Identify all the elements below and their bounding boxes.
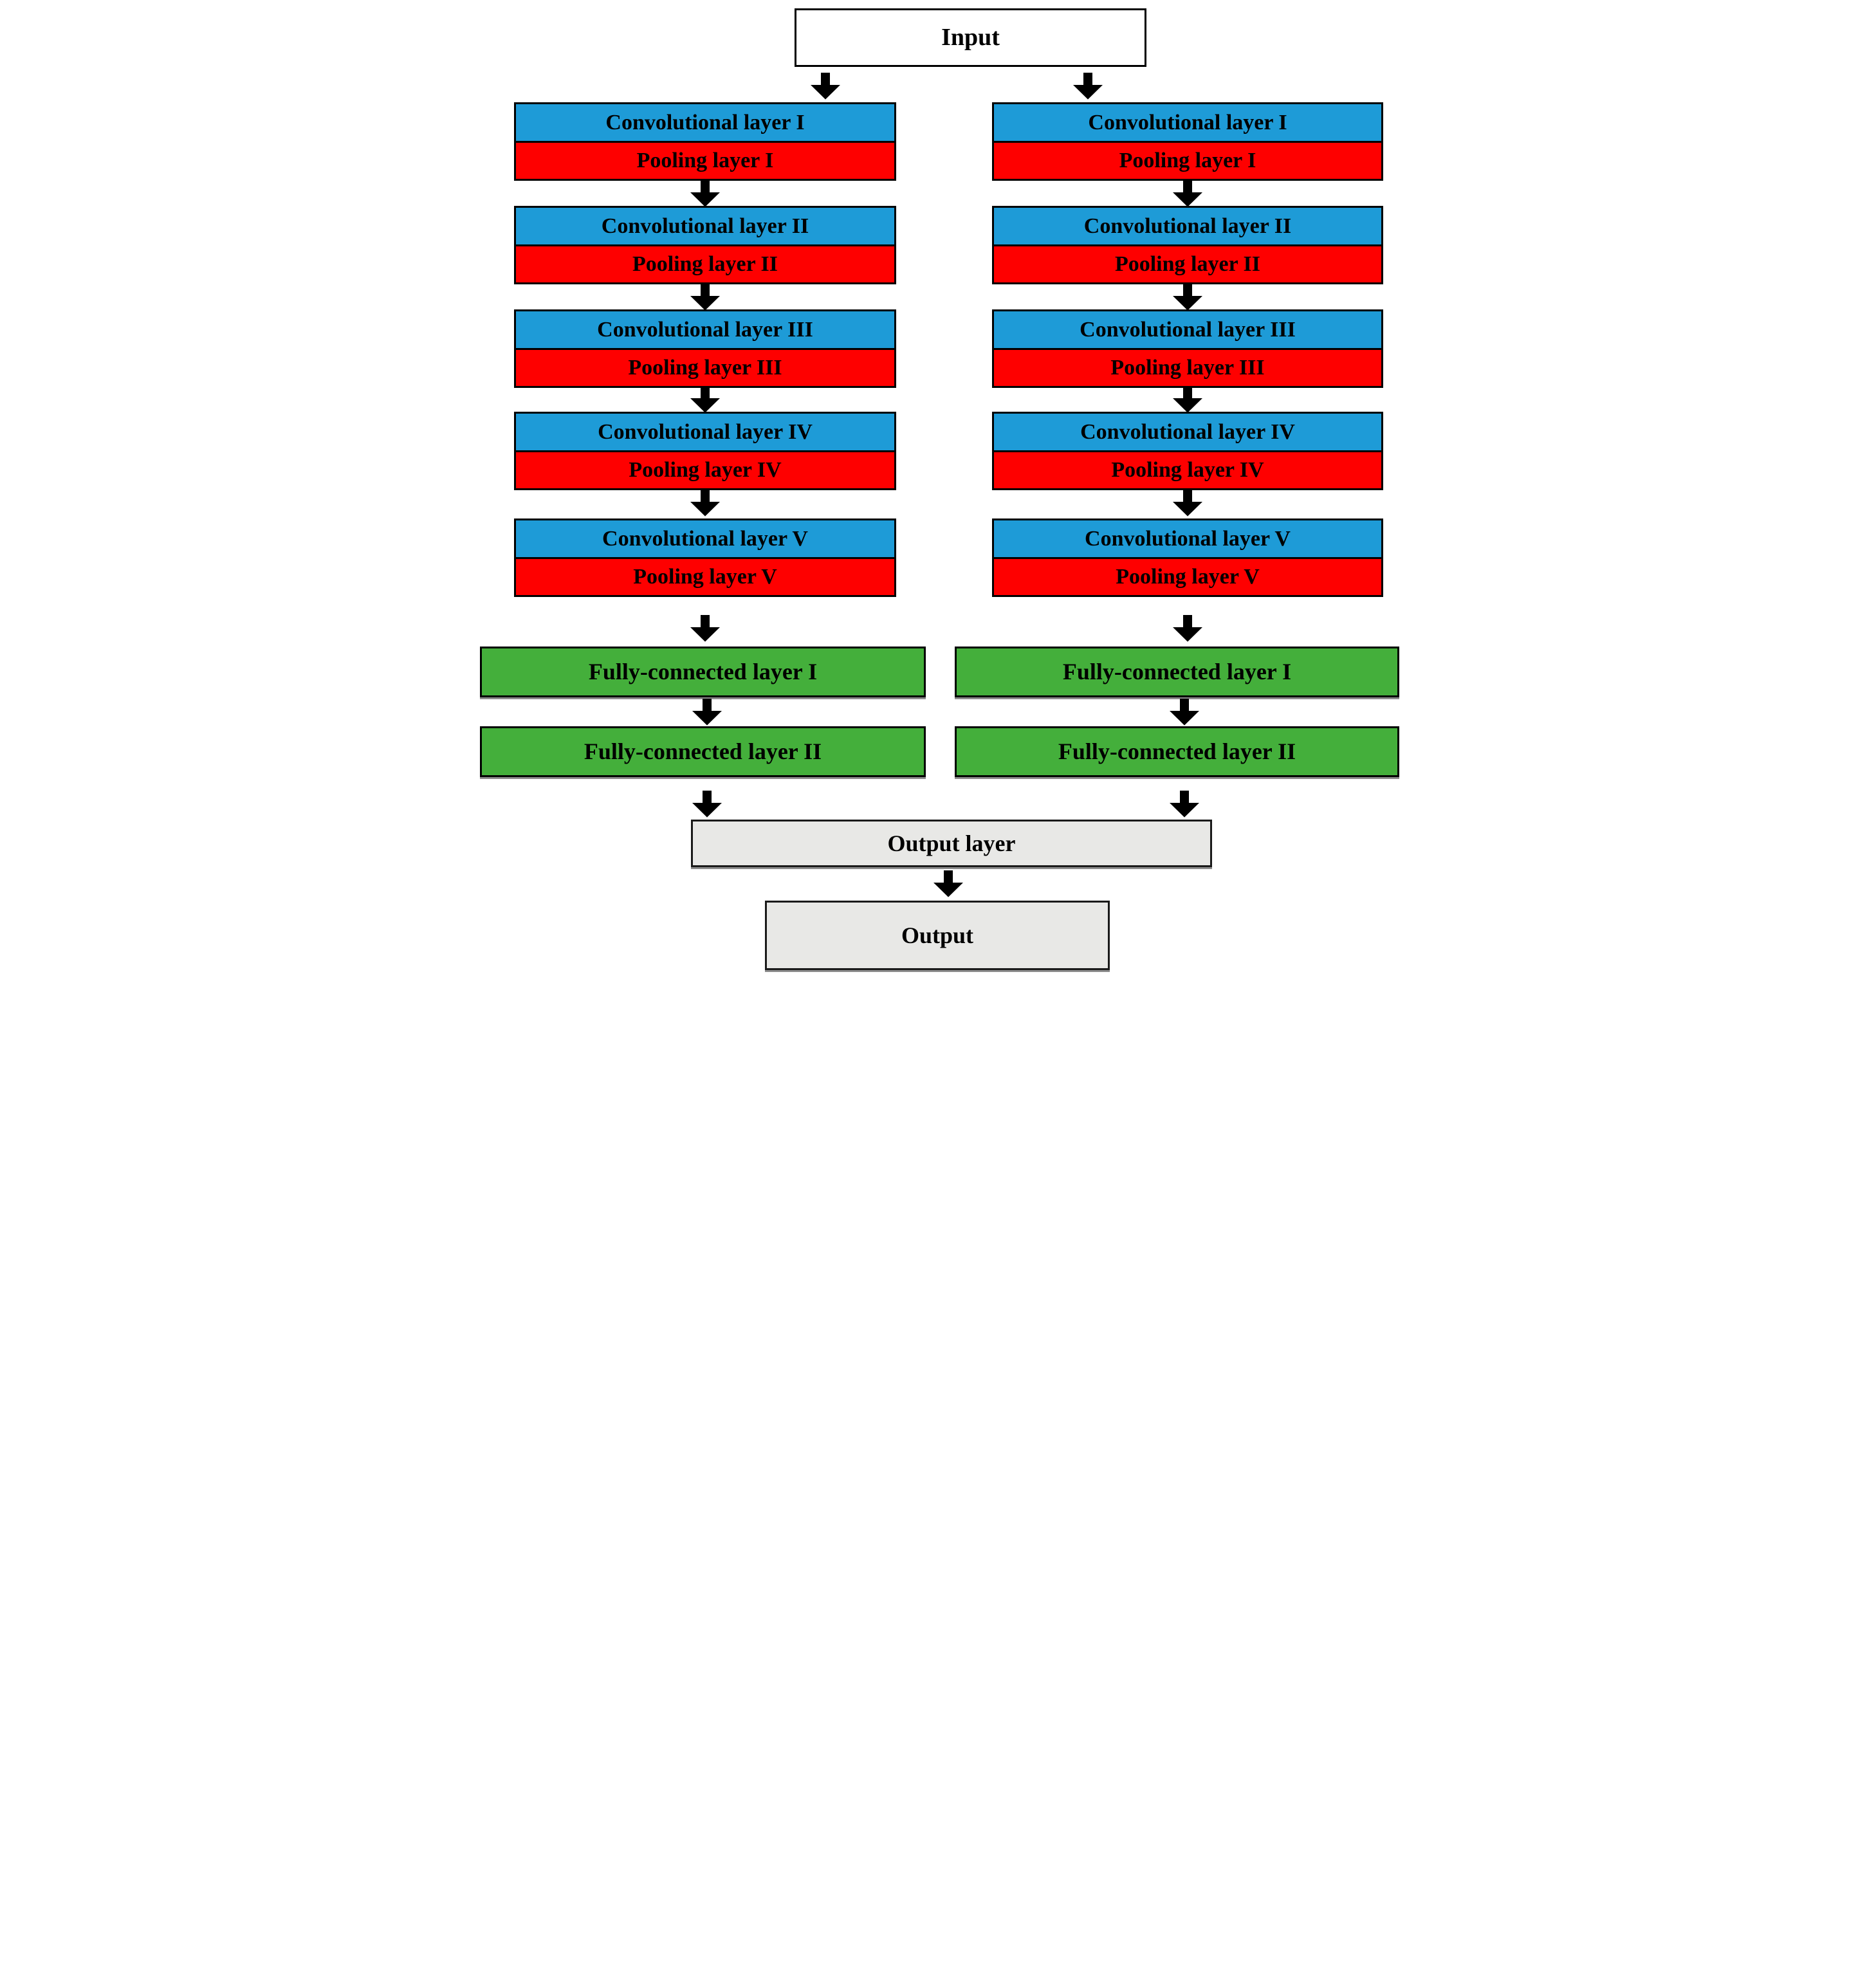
left-conv-pool-pair-4: Convolutional layer IV Pooling layer IV	[514, 412, 896, 490]
down-arrow-icon	[688, 614, 722, 643]
down-arrow-icon	[1170, 614, 1205, 643]
conv-layer-1-right: Convolutional layer I	[994, 104, 1381, 141]
down-arrow-icon	[690, 790, 724, 818]
pool-layer-2-right: Pooling layer II	[994, 244, 1381, 282]
right-conv-pool-pair-3: Convolutional layer III Pooling layer II…	[992, 309, 1383, 388]
conv-layer-2-left: Convolutional layer II	[516, 208, 894, 244]
right-conv-pool-pair-2: Convolutional layer II Pooling layer II	[992, 206, 1383, 284]
right-fully-connected-1: Fully-connected layer I	[955, 647, 1399, 697]
down-arrow-icon	[931, 870, 966, 898]
right-conv-pool-pair-5: Convolutional layer V Pooling layer V	[992, 518, 1383, 597]
down-arrow-icon	[1167, 790, 1202, 818]
conv-layer-4-left: Convolutional layer IV	[516, 414, 894, 450]
pool-layer-4-right: Pooling layer IV	[994, 450, 1381, 488]
two-stream-cnn-architecture-diagram: Input Convolutional layer I Pooling laye…	[469, 0, 1407, 987]
left-conv-pool-pair-2: Convolutional layer II Pooling layer II	[514, 206, 896, 284]
down-arrow-icon	[1170, 283, 1205, 311]
left-conv-pool-pair-5: Convolutional layer V Pooling layer V	[514, 518, 896, 597]
left-conv-pool-pair-3: Convolutional layer III Pooling layer II…	[514, 309, 896, 388]
output-layer-box: Output layer	[691, 820, 1212, 867]
down-arrow-icon	[688, 489, 722, 517]
pool-layer-3-left: Pooling layer III	[516, 348, 894, 386]
pool-layer-2-left: Pooling layer II	[516, 244, 894, 282]
right-fully-connected-2: Fully-connected layer II	[955, 726, 1399, 777]
pool-layer-4-left: Pooling layer IV	[516, 450, 894, 488]
conv-layer-2-right: Convolutional layer II	[994, 208, 1381, 244]
down-arrow-icon	[1071, 72, 1105, 100]
right-conv-pool-pair-4: Convolutional layer IV Pooling layer IV	[992, 412, 1383, 490]
down-arrow-icon	[1170, 489, 1205, 517]
conv-layer-1-left: Convolutional layer I	[516, 104, 894, 141]
left-fully-connected-2: Fully-connected layer II	[480, 726, 926, 777]
down-arrow-icon	[1170, 179, 1205, 208]
left-conv-pool-pair-1: Convolutional layer I Pooling layer I	[514, 102, 896, 181]
conv-layer-3-right: Convolutional layer III	[994, 311, 1381, 348]
down-arrow-icon	[690, 698, 724, 726]
pool-layer-1-right: Pooling layer I	[994, 141, 1381, 179]
down-arrow-icon	[1167, 698, 1202, 726]
conv-layer-5-right: Convolutional layer V	[994, 520, 1381, 557]
conv-layer-5-left: Convolutional layer V	[516, 520, 894, 557]
output-box: Output	[765, 901, 1110, 970]
pool-layer-3-right: Pooling layer III	[994, 348, 1381, 386]
down-arrow-icon	[808, 72, 843, 100]
down-arrow-icon	[688, 179, 722, 208]
pool-layer-5-left: Pooling layer V	[516, 557, 894, 595]
input-box: Input	[795, 8, 1146, 67]
conv-layer-4-right: Convolutional layer IV	[994, 414, 1381, 450]
right-conv-pool-pair-1: Convolutional layer I Pooling layer I	[992, 102, 1383, 181]
input-label: Input	[941, 24, 1000, 51]
conv-layer-3-left: Convolutional layer III	[516, 311, 894, 348]
down-arrow-icon	[688, 283, 722, 311]
pool-layer-1-left: Pooling layer I	[516, 141, 894, 179]
left-fully-connected-1: Fully-connected layer I	[480, 647, 926, 697]
pool-layer-5-right: Pooling layer V	[994, 557, 1381, 595]
down-arrow-icon	[1170, 385, 1205, 414]
down-arrow-icon	[688, 385, 722, 414]
